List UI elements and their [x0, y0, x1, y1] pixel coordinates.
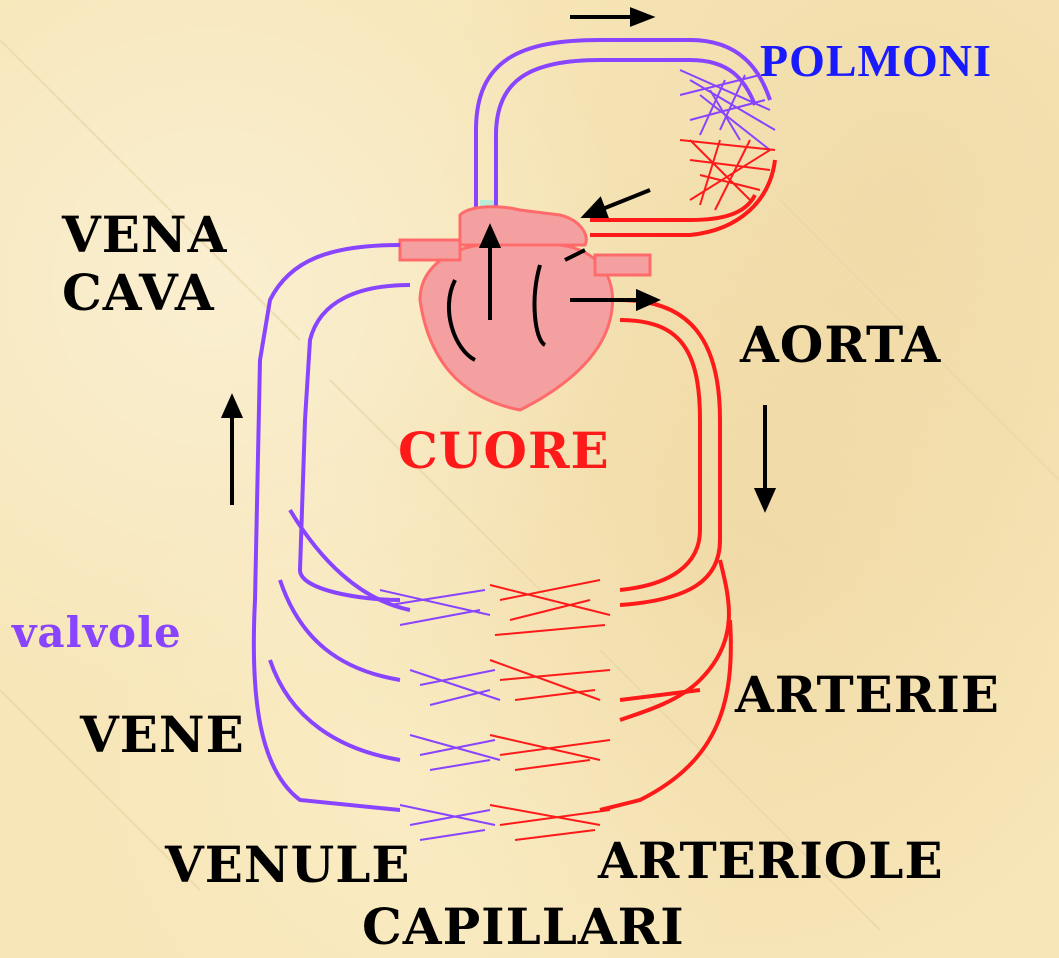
- label-vena-cava-line2: CAVA: [62, 268, 215, 318]
- label-venule: VENULE: [165, 840, 410, 890]
- systemic-capillaries-arterial: [490, 580, 610, 840]
- label-vene: VENE: [80, 710, 245, 760]
- label-polmoni: POLMONI: [760, 38, 992, 84]
- label-cuore: CUORE: [398, 426, 610, 476]
- label-arterie: ARTERIE: [735, 670, 1000, 720]
- veins: [254, 245, 410, 810]
- heart: [400, 207, 650, 410]
- label-arteriole: ARTERIOLE: [598, 836, 944, 886]
- watermark-lines: [0, 40, 1059, 930]
- aorta: [600, 300, 731, 810]
- label-aorta: AORTA: [740, 320, 941, 370]
- label-valvole: valvole: [12, 612, 182, 654]
- label-capillari: CAPILLARI: [362, 902, 685, 952]
- systemic-capillaries-venous: [380, 590, 500, 840]
- label-vena-cava-line1: VENA: [62, 210, 227, 260]
